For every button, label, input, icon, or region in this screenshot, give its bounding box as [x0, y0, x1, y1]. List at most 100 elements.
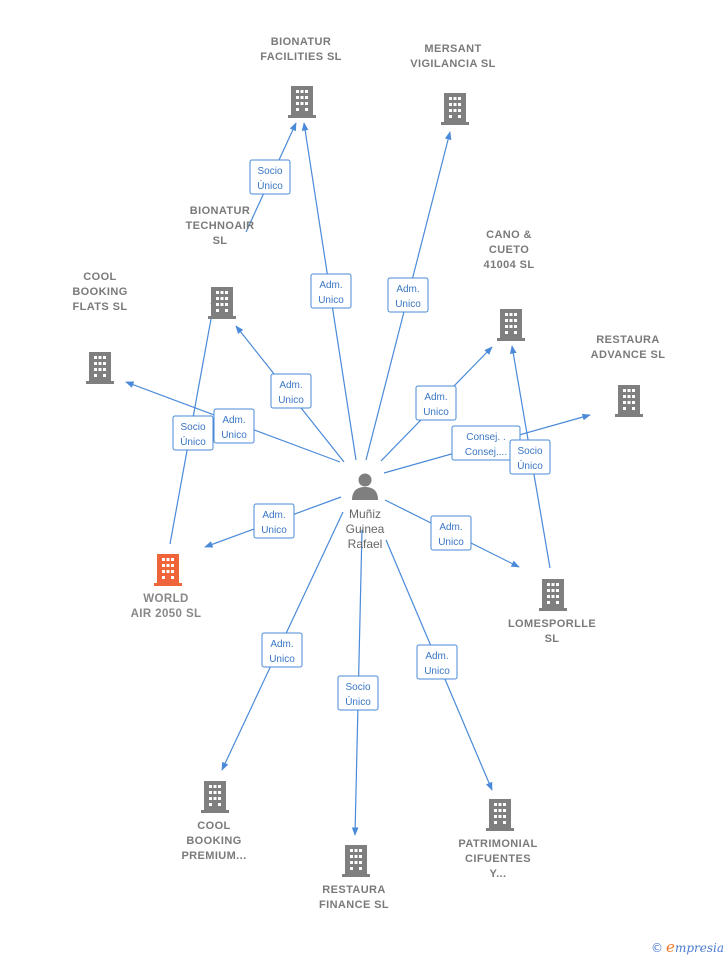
edge-label-person-to-mersant-vigilancia: Adm. Unico [387, 277, 429, 313]
edge-label-text: Adm. [279, 380, 302, 391]
company-node-patrimonial-cifuentes[interactable]: PATRIMONIAL CIFUENTES Y... [458, 799, 537, 880]
node-label-line: MERSANT [424, 43, 481, 55]
edge-label-text: Adm. [439, 522, 462, 533]
node-label-line: PREMIUM... [181, 850, 246, 862]
edge-label-person-to-cool-booking-flats: Adm. Unico [213, 408, 255, 444]
edge-label-box [387, 277, 429, 313]
company-node-cool-booking-flats[interactable]: COOL BOOKING FLATS SL [72, 271, 127, 384]
edge-label-box [509, 439, 551, 475]
watermark: ©empresia [651, 938, 724, 956]
building-icon [441, 93, 469, 125]
edge-label-box [213, 408, 255, 444]
edge-label-person-to-cano-cueto: Adm.Unico [415, 385, 457, 421]
node-label-line: PATRIMONIAL [458, 838, 537, 850]
node-label-line: TECHNOAIR [186, 220, 255, 232]
node-label-line: RESTAURA [596, 334, 660, 346]
edge-label-box [337, 675, 379, 711]
edge-label-text: Socio [517, 446, 542, 457]
node-label-line: FLATS SL [73, 301, 128, 313]
node-label-line: RESTAURA [322, 884, 386, 896]
edge-label-text: Único [517, 459, 543, 472]
edge-label-person-to-cool-booking-premium: Adm.Unico [261, 632, 303, 668]
building-icon [342, 845, 370, 877]
node-label-line: FACILITIES SL [260, 51, 342, 63]
building-icon [154, 554, 182, 586]
node-label-line: SL [213, 235, 228, 247]
company-node-cool-booking-premium[interactable]: COOLBOOKINGPREMIUM... [181, 781, 246, 862]
edge-label-text: Consej.... [465, 447, 507, 458]
edge-label-box [261, 632, 303, 668]
edge-label-text: Unico [261, 525, 287, 536]
building-icon [208, 287, 236, 319]
node-label-line: WORLD [143, 593, 188, 605]
edge-label-person-to-patrimonial-cifuentes: Adm. Unico [416, 644, 458, 680]
edge-label-text: Unico [424, 666, 450, 677]
edge-label-text: Socio [180, 422, 205, 433]
node-label-line: BIONATUR [271, 36, 331, 48]
edge-labels-layer: SocioÚnicoAdm.UnicoAdm.UnicoAdm.UnicoAdm… [172, 159, 551, 711]
building-icon [86, 352, 114, 384]
building-icon [497, 309, 525, 341]
node-label-line: CIFUENTES [465, 853, 531, 865]
node-label-line: SL [545, 633, 560, 645]
node-label-line: LOMESPORLLE [508, 618, 596, 630]
company-node-bionatur-facilities[interactable]: BIONATUR FACILITIES SL [260, 36, 342, 118]
edge-label-person-to-bionatur-facilities: Adm. Unico [310, 273, 352, 309]
edge-label-text: Adm. [396, 284, 419, 295]
edge-label-text: Socio [345, 682, 370, 693]
edge-label-box [249, 159, 291, 195]
edge-label-box [253, 503, 295, 539]
brand-logo-text: mpresia [674, 941, 724, 955]
node-label-line: COOL [83, 271, 116, 283]
node-label-line: AIR 2050 SL [131, 608, 202, 620]
edge-label-text: Único [180, 435, 206, 448]
edge-label-box [430, 515, 472, 551]
node-label-line: Rafael [348, 537, 383, 551]
node-label-line: ADVANCE SL [591, 349, 666, 361]
edge-label-text: Único [345, 695, 371, 708]
edge-label-person-to-lomesporlle: Adm.Unico [430, 515, 472, 551]
node-label-line: BOOKING [72, 286, 127, 298]
node-label-line: COOL [197, 820, 230, 832]
edge-label-text: Adm. [262, 510, 285, 521]
edge-label-text: Adm. [270, 639, 293, 650]
building-icon [201, 781, 229, 813]
node-label-line: CUETO [489, 244, 529, 256]
edge-label-box [416, 644, 458, 680]
node-label-line: 41004 SL [484, 259, 535, 271]
company-node-world-air-2050[interactable]: WORLD AIR 2050 SL [131, 554, 202, 620]
edge-label-text: Unico [318, 295, 344, 306]
building-icon [486, 799, 514, 831]
node-label-line: CANO & [486, 229, 532, 241]
person-icon [352, 473, 378, 500]
node-label-line: Y... [490, 868, 507, 880]
building-icon [288, 86, 316, 118]
edge-label-text: Unico [278, 395, 304, 406]
building-icon [539, 579, 567, 611]
edge-label-person-to-world-air-2050: Adm. Unico [253, 503, 295, 539]
edge-label-text: Unico [221, 430, 247, 441]
edge-label-text: Adm. [425, 651, 448, 662]
company-node-lomesporlle[interactable]: LOMESPORLLE SL [508, 579, 596, 645]
edge-label-box [415, 385, 457, 421]
edge-label-text: Adm. [424, 392, 447, 403]
node-label-line: Muñiz [349, 507, 381, 521]
copyright-icon: © [651, 941, 664, 955]
company-node-restaura-advance[interactable]: RESTAURA ADVANCE SL [591, 334, 666, 417]
edge-label-text: Adm. [222, 415, 245, 426]
edge-label-text: Unico [395, 299, 421, 310]
edge-label-box [270, 373, 312, 409]
edge-label-person-to-bionatur-technoair: Adm. Unico [270, 373, 312, 409]
node-label-line: Guinea [346, 522, 385, 536]
company-node-cano-cueto[interactable]: CANO & CUETO 41004 SL [484, 229, 535, 341]
edge-label-text: Adm. [319, 280, 342, 291]
